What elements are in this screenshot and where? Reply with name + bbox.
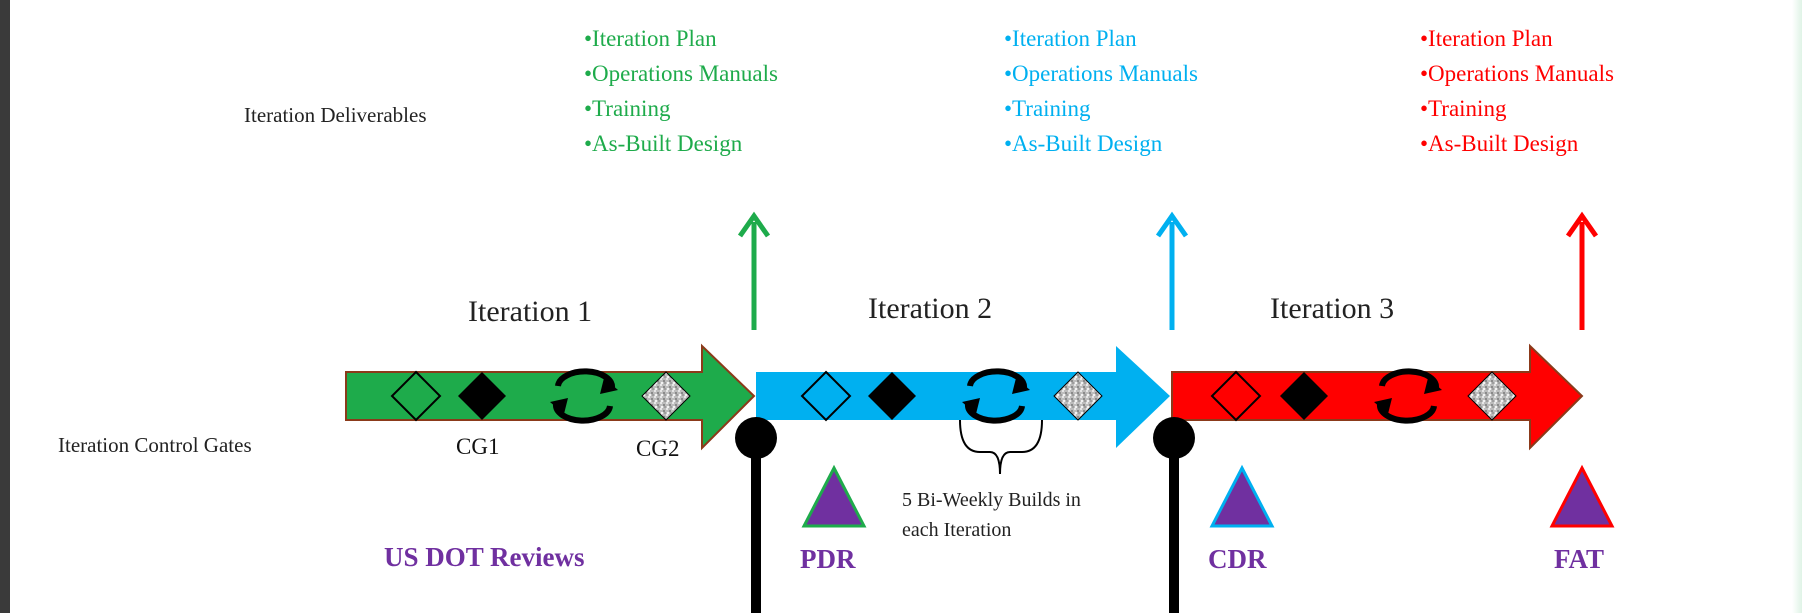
iteration-1-deliverables: •Iteration Plan •Operations Manuals •Tra… bbox=[584, 26, 778, 156]
deliverable-item: •Iteration Plan bbox=[1004, 26, 1137, 51]
hollow-diamond-icon bbox=[390, 370, 442, 422]
triangle-icon bbox=[1209, 464, 1275, 528]
deliverable-item: •Operations Manuals bbox=[1004, 61, 1198, 86]
iteration-2-title: Iteration 2 bbox=[868, 292, 992, 325]
review-pdr: PDR bbox=[800, 544, 856, 574]
deliverable-item: •Training bbox=[1420, 96, 1507, 121]
milestone-pin bbox=[1153, 417, 1195, 613]
iteration-3-arrow bbox=[1171, 343, 1584, 451]
deliverable-item: •Training bbox=[584, 96, 671, 121]
deliverable-item: •Iteration Plan bbox=[584, 26, 717, 51]
iteration-deliverables-label: Iteration Deliverables bbox=[244, 103, 427, 127]
deliverable-item: •Training bbox=[1004, 96, 1091, 121]
control-gate-cg1: CG1 bbox=[456, 434, 499, 459]
deliverable-item: •As-Built Design bbox=[1004, 131, 1163, 156]
iteration-control-gates-label: Iteration Control Gates bbox=[58, 433, 252, 457]
iteration-2-deliverables: •Iteration Plan •Operations Manuals •Tra… bbox=[1004, 26, 1198, 156]
solid-diamond-icon bbox=[458, 372, 506, 420]
builds-note-line1: 5 Bi-Weekly Builds in bbox=[902, 489, 1081, 511]
deliverable-item: •As-Built Design bbox=[584, 131, 743, 156]
up-arrow-icon bbox=[737, 211, 771, 330]
textured-diamond-icon bbox=[1053, 371, 1103, 421]
review-fat: FAT bbox=[1554, 544, 1604, 574]
cycle-icon bbox=[1374, 368, 1442, 424]
iteration-3-title: Iteration 3 bbox=[1270, 292, 1394, 325]
deliverable-item: •Operations Manuals bbox=[584, 61, 778, 86]
iteration-1-arrow bbox=[345, 343, 756, 451]
hollow-diamond-icon bbox=[1210, 370, 1262, 422]
textured-diamond-icon bbox=[641, 371, 691, 421]
iteration-2-gates bbox=[800, 368, 1103, 424]
textured-diamond-icon bbox=[1467, 371, 1517, 421]
builds-note-line2: each Iteration bbox=[902, 519, 1011, 541]
iteration-1-gates bbox=[390, 368, 691, 424]
iteration-2-arrow bbox=[756, 346, 1170, 448]
up-arrow-icon bbox=[1565, 211, 1599, 330]
iteration-3-deliverables: •Iteration Plan •Operations Manuals •Tra… bbox=[1420, 26, 1614, 156]
deliverable-item: •As-Built Design bbox=[1420, 131, 1579, 156]
us-dot-reviews-label: US DOT Reviews bbox=[384, 542, 585, 572]
up-arrow-icon bbox=[1155, 211, 1189, 330]
triangle-icon bbox=[1549, 464, 1615, 528]
hollow-diamond-icon bbox=[800, 370, 852, 422]
control-gate-cg2: CG2 bbox=[636, 436, 679, 461]
triangle-icon bbox=[801, 464, 867, 528]
builds-brace bbox=[959, 419, 1043, 475]
milestone-pin bbox=[735, 417, 777, 613]
cycle-icon bbox=[550, 368, 618, 424]
deliverable-item: •Operations Manuals bbox=[1420, 61, 1614, 86]
solid-diamond-icon bbox=[1280, 372, 1328, 420]
solid-diamond-icon bbox=[868, 372, 916, 420]
review-cdr: CDR bbox=[1208, 544, 1267, 574]
iteration-3-gates bbox=[1210, 368, 1517, 424]
cycle-icon bbox=[962, 368, 1030, 424]
iteration-1-title: Iteration 1 bbox=[468, 295, 592, 328]
deliverable-item: •Iteration Plan bbox=[1420, 26, 1553, 51]
